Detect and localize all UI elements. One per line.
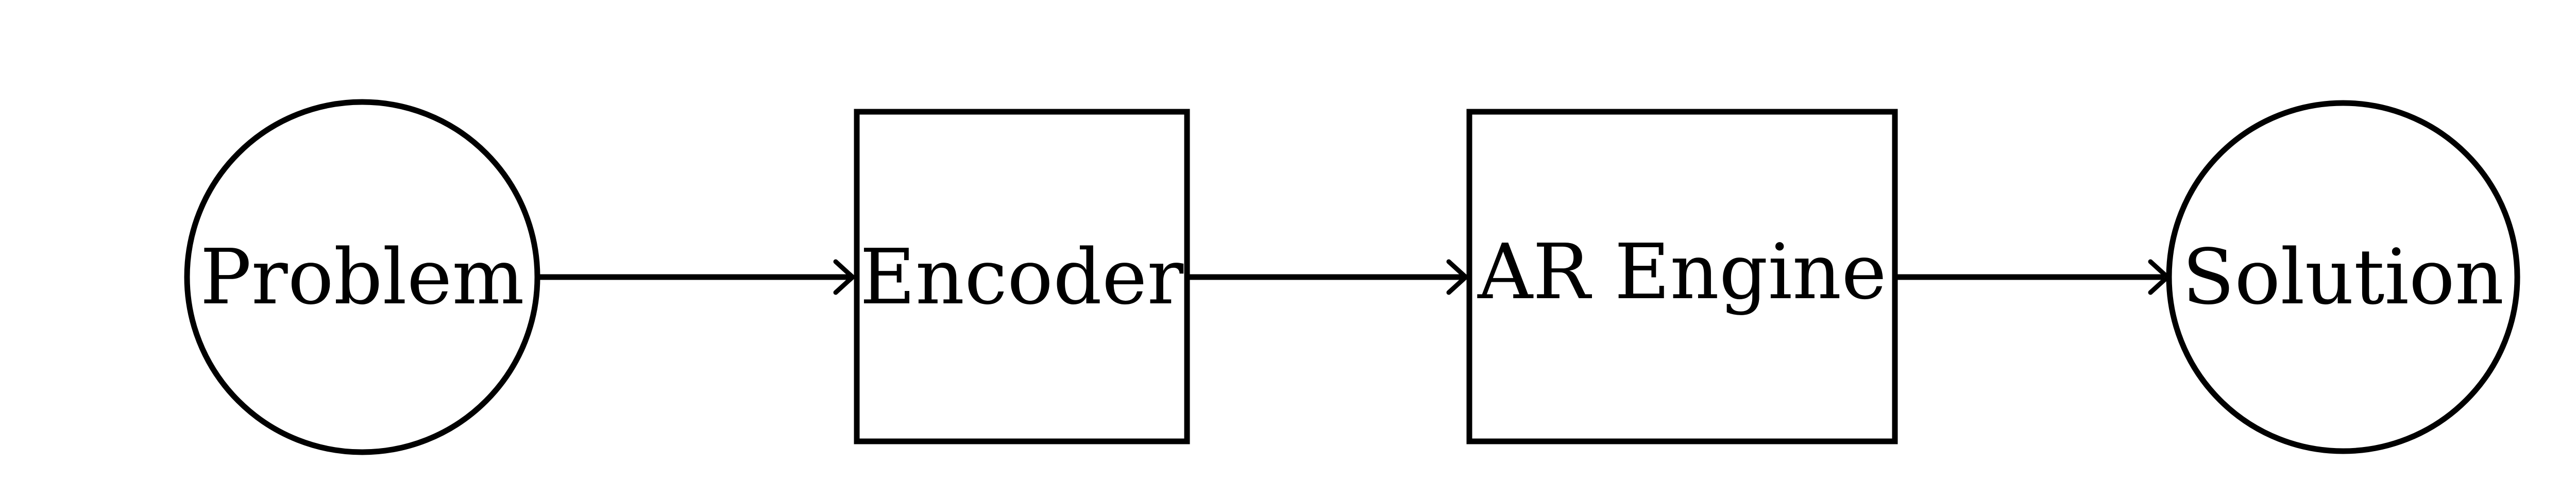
node-ar-engine-label: AR Engine: [1477, 228, 1887, 316]
edge-ar-engine-to-solution: [1895, 259, 2170, 295]
node-encoder-label: Encoder: [860, 233, 1184, 321]
node-problem-label: Problem: [200, 233, 524, 321]
edge-problem-to-encoder: [537, 259, 855, 295]
arrowhead-ar-engine-icon: [1446, 259, 1468, 295]
node-problem: Problem: [184, 99, 540, 455]
edge-encoder-to-ar-engine: [1187, 259, 1468, 295]
node-solution-circle: [2166, 100, 2520, 454]
arrowhead-encoder-icon: [833, 259, 855, 295]
node-solution-label: Solution: [2182, 233, 2504, 321]
node-ar-engine: AR Engine: [1466, 109, 1898, 444]
node-encoder: Encoder: [854, 109, 1190, 444]
node-solution: Solution: [2166, 100, 2520, 454]
